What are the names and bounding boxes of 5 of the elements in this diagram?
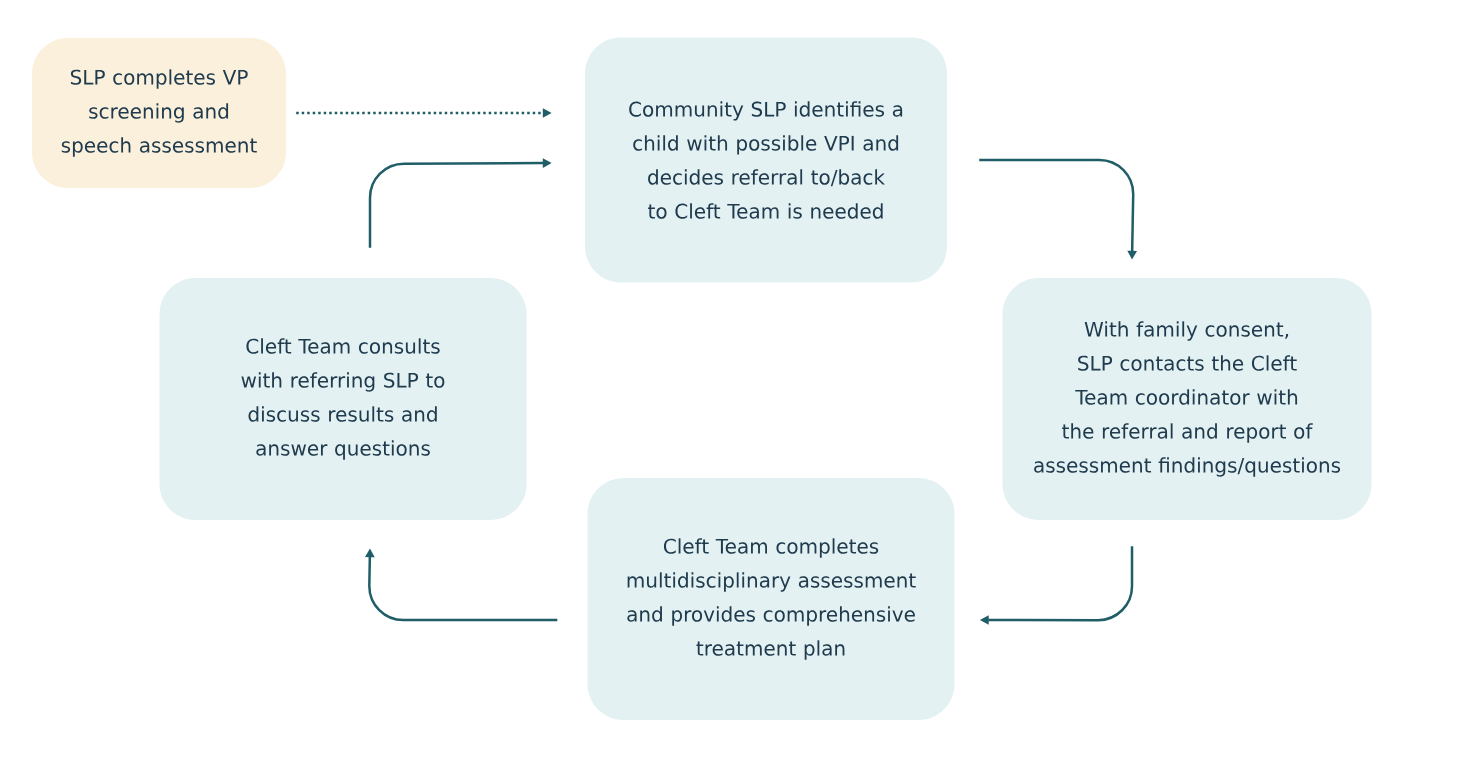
process-box: Cleft Team completes multidisciplinary assessment and provides comprehensive treatment plan <box>587 478 955 720</box>
process-box: With family consent, SLP contacts the Cleft Team coordinator with the referral and report of assessment findings/questions <box>1002 278 1372 520</box>
process-box: Cleft Team consults with referring SLP to discuss results and answer questions <box>159 278 527 520</box>
start-box: SLP completes VP screening and speech assessment <box>32 38 286 188</box>
process-box: Community SLP identifies a child with possible VPI and decides referral to/back to Cleft Team is needed <box>585 37 947 283</box>
